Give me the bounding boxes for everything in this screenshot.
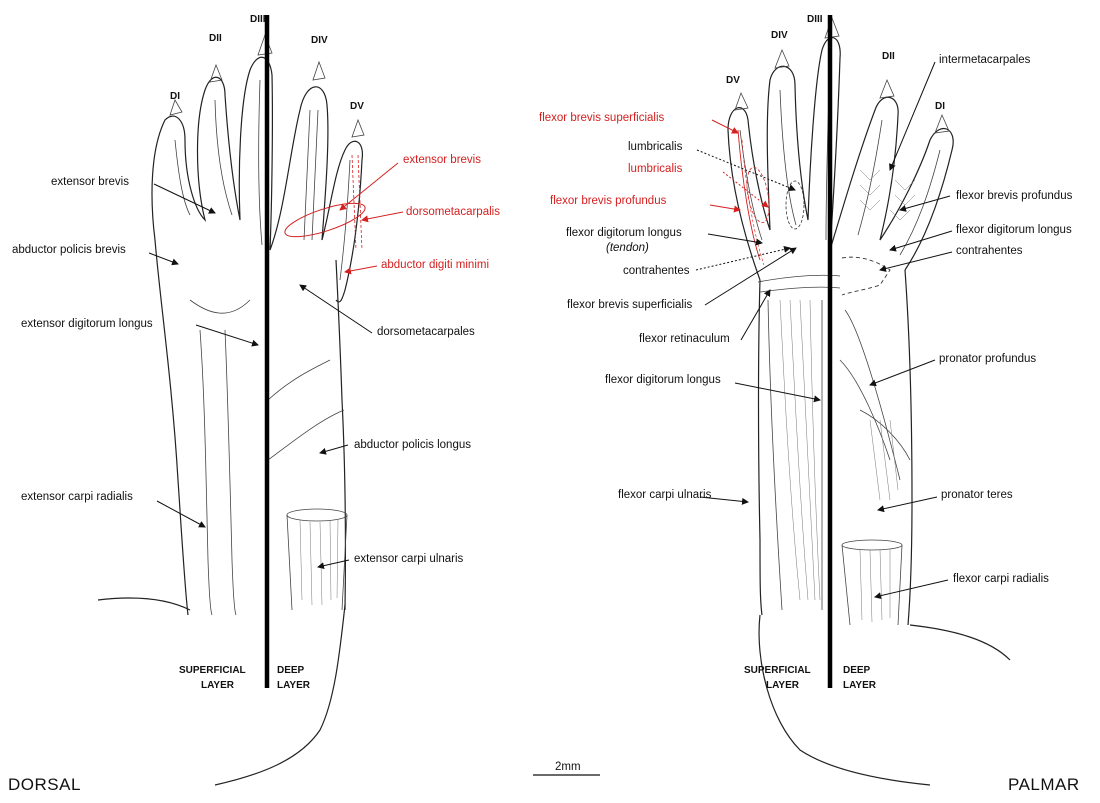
dorsal-body-outline <box>98 598 345 785</box>
label-tendon: (tendon) <box>606 242 649 254</box>
label-flexor-brevis-profundus: flexor brevis profundus <box>956 190 1073 202</box>
palmar-digit-2: DII <box>882 51 895 62</box>
palmar-leaders <box>696 62 952 597</box>
dorsal-superficial-layer-line1: Superficial <box>179 665 246 676</box>
label-flexor-digitorum-longus: flexor digitorum longus <box>605 374 721 386</box>
label-flexor-digitorum-longus-tendon: flexor digitorum longus <box>566 227 682 239</box>
palmar-superficial-striations <box>780 300 820 600</box>
label-abductor-policis-brevis: abductor policis brevis <box>12 244 126 256</box>
label-lumbricalis-red: lumbricalis <box>628 163 683 175</box>
dorsal-ecu-cut <box>287 509 347 521</box>
label-extensor-carpi-radialis: extensor carpi radialis <box>21 491 133 503</box>
label-contrahentes-left: contrahentes <box>623 265 690 277</box>
label-flexor-brevis-profundus-red: flexor brevis profundus <box>550 195 667 207</box>
label-dorsometacarpales: dorsometacarpales <box>377 326 475 338</box>
view-title-dorsal: Dorsal <box>8 775 81 794</box>
dorsal-deep-layer-line1: Deep <box>277 665 305 676</box>
label-extensor-digitorum-longus: extensor digitorum longus <box>21 318 153 330</box>
label-pronator-teres: pronator teres <box>941 489 1013 501</box>
dorsal-digit-3: DIII <box>250 14 266 25</box>
scale-bar-label: 2mm <box>555 761 581 773</box>
label-flexor-digitorum-longus-right: flexor digitorum longus <box>956 224 1072 236</box>
dorsal-ecr-band <box>200 330 236 615</box>
label-abductor-policis-longus: abductor policis longus <box>354 439 471 451</box>
label-intermetacarpales: intermetacarpales <box>939 54 1031 66</box>
dorsal-hand-outline <box>152 57 362 302</box>
dorsal-digit-5: DV <box>350 101 364 112</box>
label-extensor-brevis-right: extensor brevis <box>403 154 481 166</box>
palmar-forearm-outline <box>759 270 913 625</box>
dorsal-digit-2: DII <box>209 33 222 44</box>
dorsal-digit-4: DIV <box>311 35 328 46</box>
palmar-superficial-layer-line2: Layer <box>766 680 800 691</box>
dorsal-digit-1: DI <box>170 91 180 102</box>
palmar-hand-outline <box>728 38 953 280</box>
label-flexor-retinaculum: flexor retinaculum <box>639 333 730 345</box>
palmar-digit-5: DV <box>726 75 740 86</box>
label-flexor-carpi-radialis: flexor carpi radialis <box>953 573 1049 585</box>
palmar-digit-1: DI <box>935 101 945 112</box>
palmar-digit-3: DIII <box>807 14 823 25</box>
label-contrahentes-right: contrahentes <box>956 245 1023 257</box>
view-title-palmar: Palmar <box>1008 775 1080 794</box>
label-dorsometacarpalis: dorsometacarpalis <box>406 206 500 218</box>
label-extensor-brevis-left: extensor brevis <box>51 176 129 188</box>
dorsal-superficial-layer-line2: Layer <box>201 680 235 691</box>
dorsal-deep-layer-line2: Layer <box>277 680 311 691</box>
palmar-deep-layer-line2: Layer <box>843 680 877 691</box>
palmar-superficial-layer-line1: Superficial <box>744 665 811 676</box>
label-abductor-digiti-minimi: abductor digiti minimi <box>381 259 489 271</box>
label-lumbricalis: lumbricalis <box>628 141 683 153</box>
palmar-digit-4: DIV <box>771 30 788 41</box>
label-flexor-brevis-superficialis-red: flexor brevis superficialis <box>539 112 665 124</box>
label-flexor-carpi-ulnaris: flexor carpi ulnaris <box>618 489 712 501</box>
palmar-deep-layer-line1: Deep <box>843 665 871 676</box>
dorsal-leaders <box>149 163 403 567</box>
label-flexor-brevis-superficialis: flexor brevis superficialis <box>567 299 693 311</box>
label-pronator-profundus: pronator profundus <box>939 353 1036 365</box>
label-extensor-carpi-ulnaris: extensor carpi ulnaris <box>354 553 464 565</box>
palmar-body-outline <box>759 615 1010 785</box>
